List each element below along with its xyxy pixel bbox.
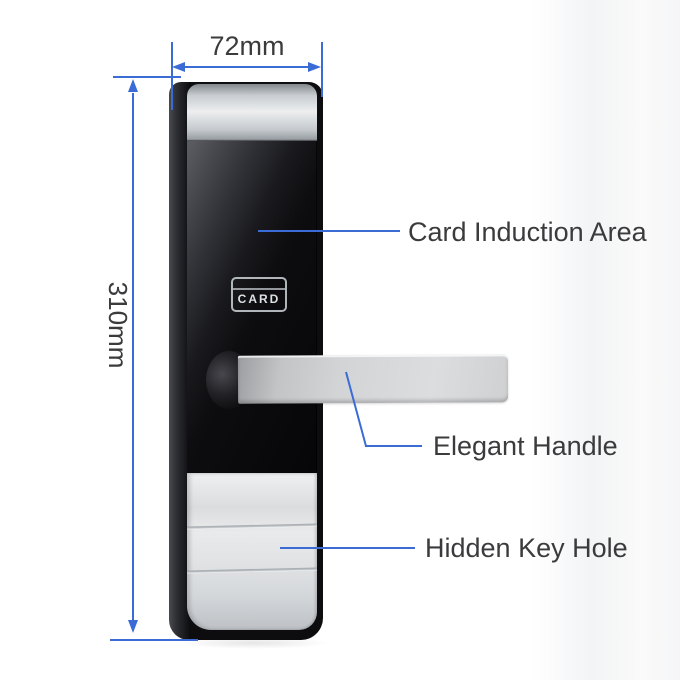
width-extension-line-right (321, 42, 323, 97)
card-zone-label: CARD (237, 292, 281, 306)
lock-top-silver-cap (187, 84, 317, 141)
handle-callout-line-horizontal (365, 445, 422, 447)
lock-left-side-edge (169, 82, 189, 640)
lock-black-glass-panel: CARD (187, 141, 317, 473)
height-extension-tick-bottom (110, 639, 198, 641)
handle-callout-label: Elegant Handle (433, 431, 618, 461)
card-callout-line (258, 230, 400, 232)
lock-lower-silver-panel (187, 473, 317, 630)
lock-front-face: CARD (186, 84, 318, 638)
width-arrowhead-right (308, 62, 321, 72)
width-dimension-label: 72mm (209, 31, 285, 61)
height-dimension-line (132, 93, 134, 620)
height-extension-tick-top (113, 76, 181, 78)
card-callout-label: Card Induction Area (408, 217, 647, 247)
keyhole-callout-line (280, 547, 415, 549)
height-dimension-label: 310mm (103, 281, 133, 369)
card-induction-zone: CARD (231, 277, 287, 312)
height-arrowhead-top (128, 79, 138, 92)
keyhole-callout-label: Hidden Key Hole (425, 533, 628, 563)
width-dimension-line (184, 66, 308, 68)
lock-handle (237, 354, 509, 404)
lock-floor-shadow (178, 637, 330, 649)
card-zone-divider-line (233, 288, 285, 290)
width-arrowhead-left (172, 62, 185, 72)
height-arrowhead-bottom (128, 620, 138, 633)
